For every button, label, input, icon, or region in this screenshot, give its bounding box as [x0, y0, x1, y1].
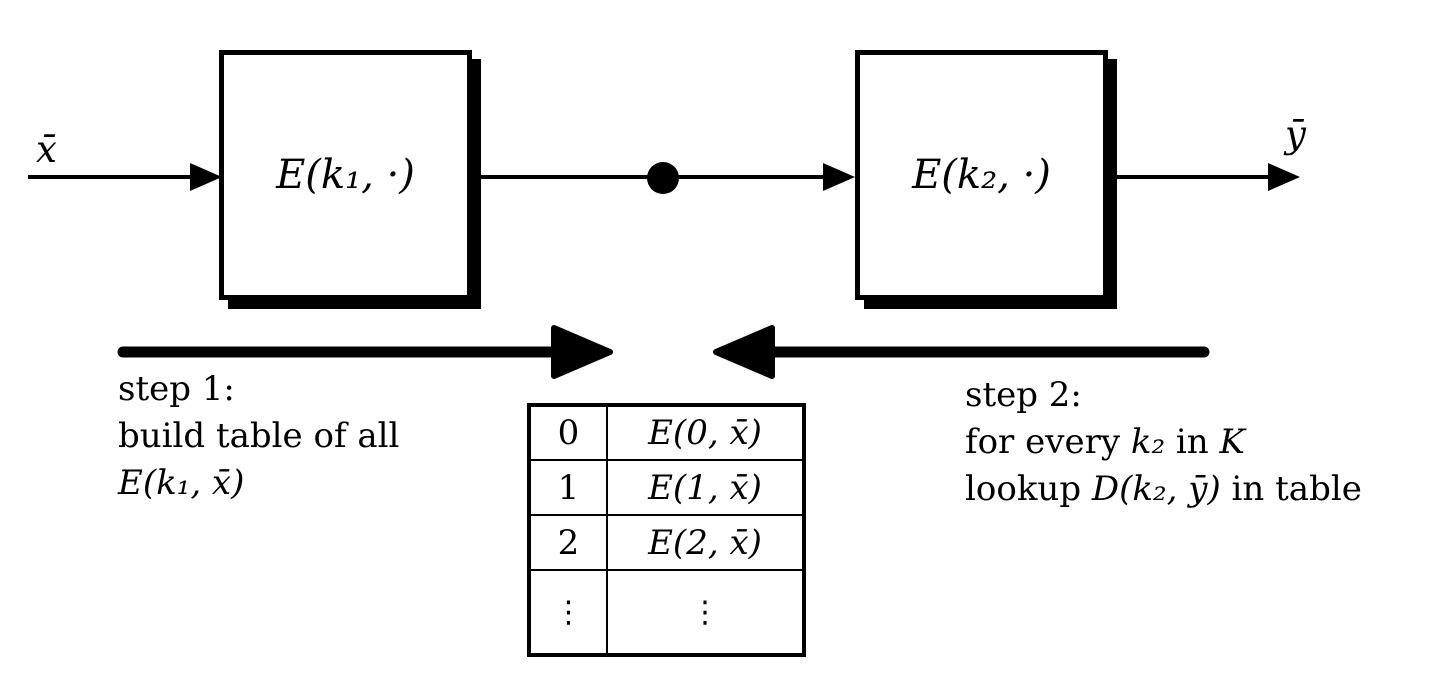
step2-text: step 2: for every k₂ in K lookup D(k₂, ȳ… — [965, 372, 1362, 513]
middle-arrowhead-icon — [823, 163, 855, 191]
table-cell-value: E(1, x̄) — [606, 459, 805, 516]
encryption-box-1: E(k₁, ·) — [219, 50, 472, 300]
table-cell-value: E(0, x̄) — [606, 404, 805, 461]
step2-line1: step 2: — [965, 375, 1082, 415]
step1-line3: E(k₁, x̄) — [118, 463, 245, 503]
step1-line2: build table of all — [118, 416, 400, 456]
table-cell-key: ⋮ — [528, 569, 608, 656]
table-row: ⋮ ⋮ — [528, 569, 805, 656]
middle-connector — [474, 162, 855, 194]
table-row: 1 E(1, x̄) — [528, 459, 805, 516]
junction-dot-icon — [647, 162, 679, 194]
table-cell-value: ⋮ — [606, 569, 805, 656]
output-arrow — [1110, 163, 1300, 191]
step1-text: step 1: build table of all E(k₁, x̄) — [118, 366, 399, 507]
table-cell-value: E(2, x̄) — [606, 514, 805, 571]
input-label: x̄ — [36, 128, 57, 171]
table-cell-key: 0 — [528, 404, 608, 461]
step2-arrow-icon — [713, 325, 1210, 379]
table-cell-key: 1 — [528, 459, 608, 516]
step2-line3: lookup D(k₂, ȳ) in table — [965, 469, 1362, 509]
step1-line1: step 1: — [118, 369, 235, 409]
encryption-box-1-label: E(k₁, ·) — [276, 152, 415, 198]
input-arrow — [28, 163, 222, 191]
table-row: 0 E(0, x̄) — [528, 404, 805, 461]
step1-arrow-icon — [117, 325, 613, 379]
encryption-box-2-label: E(k₂, ·) — [912, 152, 1051, 198]
input-arrowhead-icon — [190, 163, 222, 191]
table-row: 2 E(2, x̄) — [528, 514, 805, 571]
keyspace-symbol: K — [1219, 422, 1245, 462]
lookup-table: 0 E(0, x̄) 1 E(1, x̄) 2 E(2, x̄) ⋮ ⋮ — [527, 403, 806, 657]
encryption-box-2: E(k₂, ·) — [855, 50, 1108, 300]
step2-line2: for every k₂ in K — [965, 422, 1245, 462]
table-cell-key: 2 — [528, 514, 608, 571]
output-arrowhead-icon — [1268, 163, 1300, 191]
output-label: ȳ — [1285, 113, 1306, 156]
